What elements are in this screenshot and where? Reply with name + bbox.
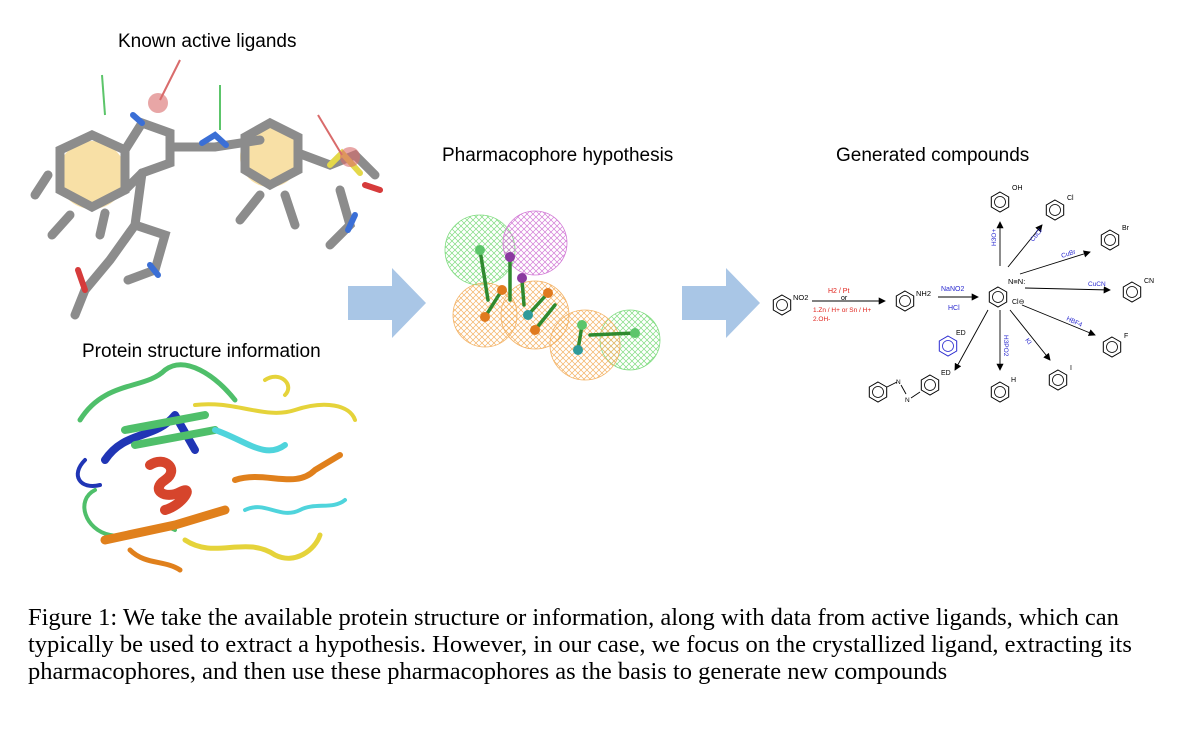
hydrophobic-spheres [452,280,621,381]
product-oh: OH [1012,185,1023,192]
generated-title: Generated compounds [836,145,1030,166]
iodobenzene-ring [1048,369,1068,391]
pharmacophore-vectors [101,59,343,156]
coupling-ed: ED [956,330,966,337]
product-f: F [1124,333,1128,340]
bromobenzene-ring [1100,229,1120,251]
ligands-title: Known active ligands [118,31,297,52]
product-cn: CN [1144,278,1154,285]
coupling-partner-ring [938,335,958,357]
azo-ring-right [920,374,940,396]
protein-ribbon-render [75,362,357,573]
ligand-3d-render [30,59,383,320]
reaction-scheme: NO2 H2 / Pt or 1.Zn / H+ or Sn / H+ 2.OH… [772,185,1154,404]
amine-label: NH2 [916,289,931,298]
flow-arrow-2 [682,268,760,338]
aniline-ring [895,290,915,312]
acceptor-spheres [148,93,360,167]
reduction-alt1: 1.Zn / H+ or Sn / H+ [813,307,871,314]
pharmacophore-title: Pharmacophore hypothesis [442,145,674,166]
diazonium-ring [988,286,1008,308]
reduction-alt2: 2.OH- [813,316,830,323]
svg-text:N: N [905,397,910,404]
reduction-reagent: H2 / Pt [828,288,849,295]
reduction-or: or [841,295,848,302]
reagent-h3po2: H3PO2 [1002,335,1009,357]
protein-title: Protein structure information [82,341,321,362]
chlorobenzene-ring [1045,199,1065,221]
product-i: I [1070,365,1072,372]
diazonium-label: N≡N: [1008,277,1025,286]
counter-ion: Cl⊖ [1012,299,1025,306]
diazotization-reagent: NaNO2 [941,286,964,293]
azo-ed: ED [941,370,951,377]
benzene-ring [990,381,1010,403]
product-br: Br [1122,225,1130,232]
negative-sphere [502,210,568,276]
product-cl: Cl [1067,195,1074,202]
flow-arrow-1 [348,268,426,338]
fluorobenzene-ring [1102,336,1122,358]
figure-caption: Figure 1: We take the available protein … [28,604,1132,685]
reagent-cucl: CuCl [1029,227,1044,243]
product-arrows [954,221,1111,371]
reagent-cubr: CuBr [1060,248,1077,259]
azo-ring-left [868,381,888,403]
nitro-label: NO2 [793,293,808,302]
feature-points [475,245,640,355]
nitrobenzene-ring [772,294,792,316]
reagent-cucn: CuCN [1088,281,1106,288]
reagent-h3o: H3O+ [991,229,998,246]
pharmacophore-model [444,210,661,381]
reagent-ki: KI [1023,337,1032,346]
product-h: H [1011,377,1016,384]
benzonitrile-ring [1122,281,1142,303]
heteroatom-sticks [75,112,383,293]
diazotization-acid: HCl [948,305,960,312]
svg-text:N: N [896,379,901,386]
phenol-ring [990,191,1010,213]
